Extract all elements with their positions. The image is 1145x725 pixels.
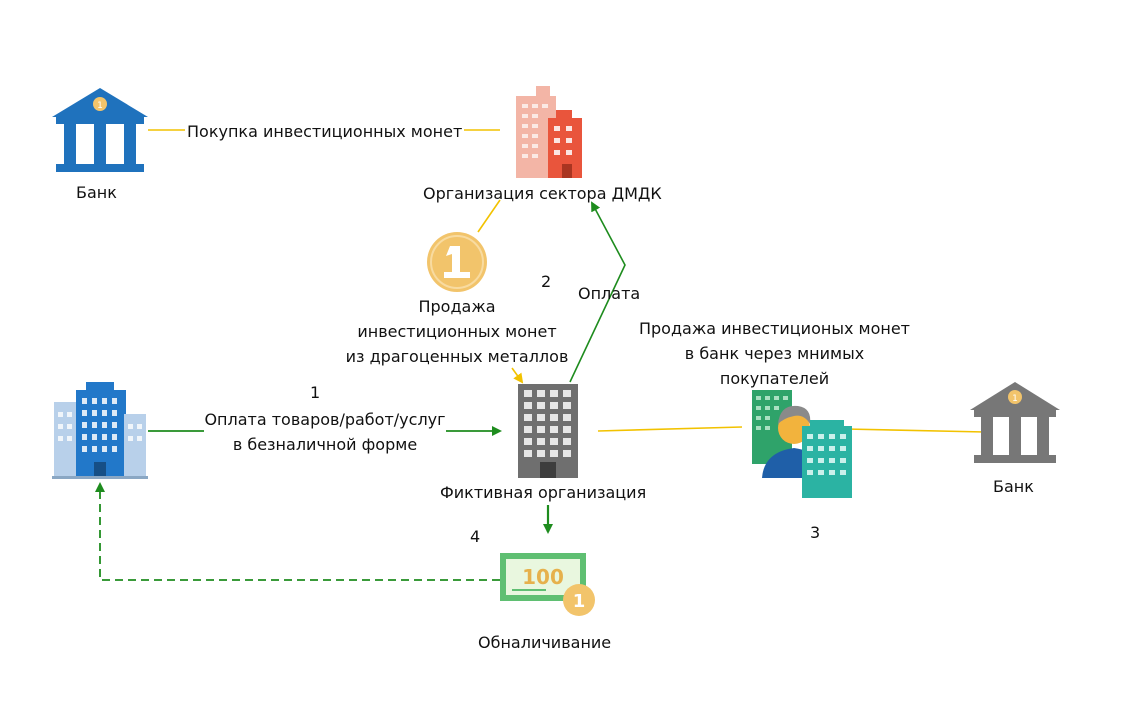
office-building-icon — [52, 382, 148, 479]
cash-coin-badge: 1 — [573, 591, 586, 612]
coin-sale-line: Продажа — [418, 297, 496, 316]
sale-to-bank-line: в банк через мнимых — [684, 344, 865, 363]
sale-to-bank-label: Продажа инвестиционых монет в банк через… — [617, 316, 932, 391]
dmdk-label: Организация сектора ДМДК — [423, 184, 662, 203]
coin-sale-to-fictive-arrow — [511, 367, 524, 384]
bank-icon: 1 — [52, 88, 148, 172]
sale-to-bank-line: Продажа инвестиционых монет — [638, 319, 910, 338]
bank-right-label: Банк — [993, 477, 1034, 496]
dmdk-to-coin-connector — [477, 199, 501, 233]
buyers-to-bank-connector — [844, 428, 986, 433]
bank-icon: 1 — [970, 382, 1060, 463]
step-1-number: 1 — [310, 383, 321, 402]
bank-coin-badge: 1 — [1012, 394, 1018, 404]
sale-to-bank-line: покупателей — [719, 369, 830, 388]
banknote-with-coin-icon: 100 1 — [500, 553, 595, 616]
coin-sale-line: инвестиционных монет — [357, 322, 557, 341]
office-building-icon — [518, 384, 578, 478]
cash-label: Обналичивание — [478, 633, 612, 652]
fictive-to-buyers-connector — [597, 426, 743, 432]
payment-label: Оплата — [578, 284, 641, 303]
bank-coin-badge: 1 — [97, 101, 103, 111]
cash-amount: 100 — [522, 565, 564, 589]
step-3-number: 3 — [810, 523, 821, 542]
fictive-label: Фиктивная организация — [440, 483, 647, 502]
step-2-number: 2 — [541, 272, 552, 291]
coin-icon — [427, 232, 487, 292]
payment-goods-line: Оплата товаров/работ/услуг — [204, 407, 446, 432]
buy-coins-label: Покупка инвестиционных монет — [185, 119, 465, 144]
payment-goods-line: в безналичной форме — [232, 435, 418, 454]
payment-to-dmdk-arrow — [569, 201, 626, 383]
office-building-icon — [516, 86, 582, 178]
coin-sale-line: из драгоценных металлов — [345, 347, 569, 366]
cash-to-client-arrow — [95, 482, 500, 581]
bank-left-label: Банк — [76, 183, 117, 202]
payment-goods-label: Оплата товаров/работ/услуг в безналичной… — [190, 407, 460, 457]
person-with-buildings-icon — [752, 390, 852, 498]
step-4-number: 4 — [470, 527, 481, 546]
coin-sale-label: Продажа инвестиционных монет из драгоцен… — [337, 294, 577, 369]
